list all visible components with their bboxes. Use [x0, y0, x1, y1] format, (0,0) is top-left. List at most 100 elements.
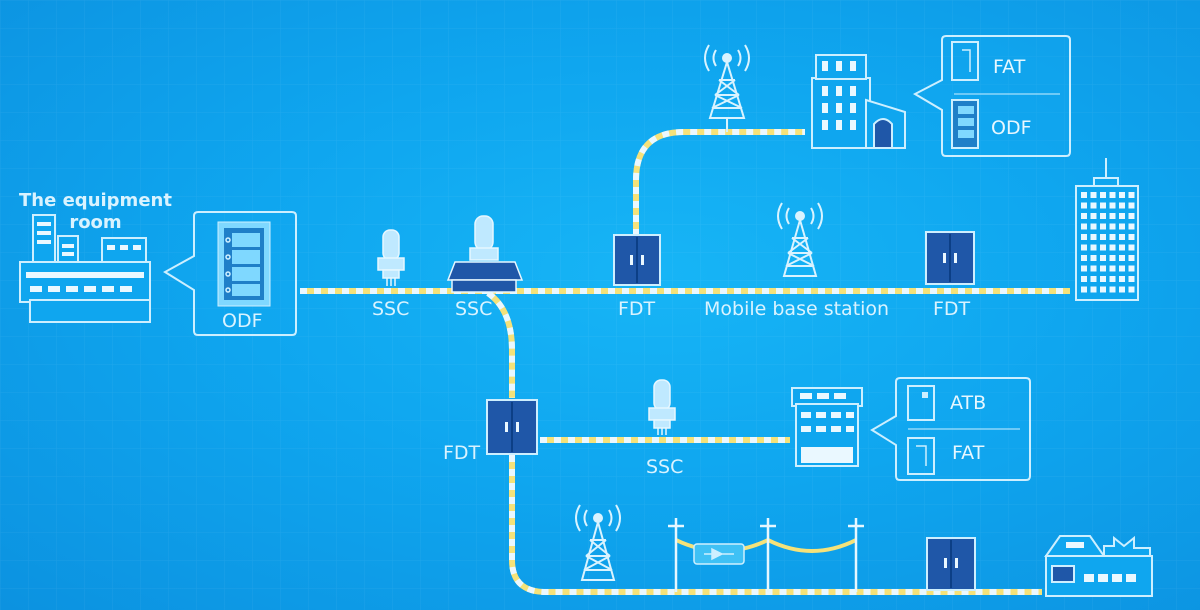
skyscraper-window	[1109, 223, 1116, 230]
skyscraper-window	[1119, 255, 1125, 261]
skyscraper-window	[1081, 223, 1087, 230]
skyscraper-window	[1128, 213, 1135, 219]
fdt-cabinet-icon-top	[613, 234, 661, 286]
skyscraper-window	[1081, 213, 1087, 219]
callout-top-odf-label: ODF	[991, 117, 1032, 139]
skyscraper-window	[1119, 286, 1125, 293]
skyscraper-window	[1128, 255, 1135, 261]
fdt-label-right: FDT	[933, 298, 971, 320]
fdt-label-mid: FDT	[443, 442, 481, 464]
skyscraper-window	[1128, 202, 1135, 209]
aerial-splice-closure-icon	[693, 543, 745, 565]
skyscraper-window	[1081, 255, 1087, 261]
odf-label-main: ODF	[222, 310, 263, 332]
fdt-cabinet-icon-mid	[486, 399, 538, 455]
utility-pole-icon-1	[668, 518, 684, 592]
skyscraper-window	[1081, 192, 1087, 198]
office-building-icon-top	[811, 54, 906, 149]
skyscraper-window	[1119, 234, 1125, 240]
skyscraper-window	[1081, 234, 1087, 240]
skyscraper-window	[1081, 202, 1087, 209]
skyscraper-window	[1119, 213, 1125, 219]
tower-icon-bottom	[575, 504, 621, 581]
skyscraper-window	[1109, 202, 1116, 209]
skyscraper-window	[1109, 276, 1116, 282]
callout-mid-atb-label: ATB	[950, 392, 987, 414]
skyscraper-icon	[1075, 158, 1139, 301]
skyscraper-window	[1081, 265, 1087, 272]
skyscraper-window	[1090, 223, 1097, 230]
skyscraper-window	[1109, 234, 1116, 240]
skyscraper-window	[1109, 286, 1116, 293]
tower-icon-top	[704, 44, 750, 132]
skyscraper-window	[1100, 286, 1106, 293]
ssc-splice-box-icon	[446, 215, 524, 293]
fdt-cabinet-icon-bottom	[926, 537, 976, 591]
skyscraper-window	[1090, 255, 1097, 261]
ssc-connector-icon-mid	[648, 379, 676, 435]
skyscraper-window	[1100, 244, 1106, 251]
skyscraper-window	[1090, 286, 1097, 293]
skyscraper-window	[1109, 255, 1116, 261]
skyscraper-window	[1119, 265, 1125, 272]
skyscraper-window	[1090, 265, 1097, 272]
cable-down-branch	[486, 290, 1042, 595]
utility-pole-icon-2	[760, 518, 776, 592]
skyscraper-window	[1090, 213, 1097, 219]
ssc-label-2: SSC	[455, 298, 493, 320]
skyscraper-window	[1090, 192, 1097, 198]
skyscraper-window	[1100, 213, 1106, 219]
ssc-label-1: SSC	[372, 298, 410, 320]
skyscraper-window	[1109, 265, 1116, 272]
skyscraper-window	[1100, 192, 1106, 198]
skyscraper-window	[1128, 244, 1135, 251]
skyscraper-window	[1119, 223, 1125, 230]
skyscraper-window	[1119, 202, 1125, 209]
skyscraper-window	[1100, 255, 1106, 261]
skyscraper-window	[1090, 276, 1097, 282]
tower-icon-middle	[777, 202, 823, 277]
skyscraper-window	[1109, 213, 1116, 219]
mobile-base-station-label: Mobile base station	[704, 298, 890, 320]
skyscraper-window	[1128, 286, 1135, 293]
skyscraper-window	[1119, 192, 1125, 198]
skyscraper-window	[1109, 192, 1116, 198]
skyscraper-window	[1081, 244, 1087, 251]
ssc-label-mid: SSC	[646, 456, 684, 478]
equipment-room-title: The equipment room	[19, 190, 172, 233]
skyscraper-window	[1128, 276, 1135, 282]
utility-pole-icon-3	[848, 518, 864, 592]
apartment-building-icon-mid	[791, 387, 863, 467]
mid-callout-box	[870, 377, 1031, 481]
skyscraper-window	[1119, 276, 1125, 282]
skyscraper-window	[1090, 202, 1097, 209]
fdt-cabinet-icon-right	[925, 231, 975, 285]
fdt-label-top: FDT	[618, 298, 656, 320]
callout-top-fat-label: FAT	[993, 56, 1026, 78]
callout-mid-fat-label: FAT	[952, 442, 985, 464]
ssc-connector-icon-1	[377, 229, 405, 286]
odf-callout-box	[163, 211, 297, 336]
skyscraper-window	[1100, 234, 1106, 240]
house-icon	[1044, 535, 1153, 597]
skyscraper-window	[1081, 276, 1087, 282]
skyscraper-window	[1109, 244, 1116, 251]
equipment-room-building-icon	[19, 214, 151, 323]
skyscraper-window	[1119, 244, 1125, 251]
skyscraper-window	[1090, 244, 1097, 251]
skyscraper-window	[1090, 234, 1097, 240]
skyscraper-window	[1100, 202, 1106, 209]
skyscraper-window	[1128, 223, 1135, 230]
skyscraper-window	[1100, 276, 1106, 282]
skyscraper-window	[1100, 223, 1106, 230]
cable-top-branch	[633, 129, 805, 236]
skyscraper-window	[1128, 192, 1135, 198]
skyscraper-window	[1128, 265, 1135, 272]
skyscraper-window	[1081, 286, 1087, 293]
top-callout-box	[912, 35, 1071, 157]
skyscraper-window	[1128, 234, 1135, 240]
skyscraper-window	[1100, 265, 1106, 272]
